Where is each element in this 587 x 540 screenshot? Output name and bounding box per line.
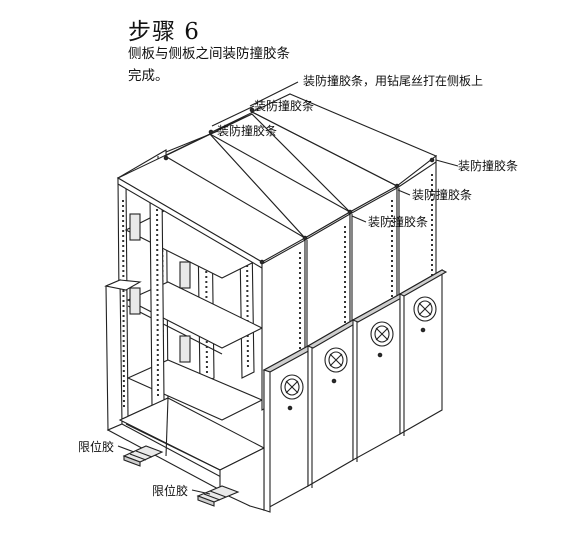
step-title: 步骤 6 xyxy=(128,19,200,45)
callout-bumper-strip-2: 装防撞胶条 xyxy=(254,99,315,113)
handwheels xyxy=(280,296,437,411)
handwheel-3 xyxy=(370,321,394,358)
limit-rubber-blocks xyxy=(122,445,240,507)
callout-limit-rubber-1: 限位胶 xyxy=(78,440,115,454)
description-line-2: 完成。 xyxy=(128,68,169,84)
handwheel-4 xyxy=(413,296,437,333)
callout-bumper-strip-right-2: 装防撞胶条 xyxy=(412,188,473,202)
callout-bumper-strip-top: 装防撞胶条，用钻尾丝打在侧板上 xyxy=(303,74,484,88)
callout-bumper-strip-3: 装防撞胶条 xyxy=(217,124,278,138)
callout-bumper-strip-right-1: 装防撞胶条 xyxy=(458,159,519,173)
handwheel-1 xyxy=(280,374,304,411)
callout-limit-rubber-2: 限位胶 xyxy=(152,484,189,498)
callout-bumper-strip-right-3: 装防撞胶条 xyxy=(368,215,429,229)
handwheel-2 xyxy=(324,347,348,384)
leader-lines xyxy=(117,81,459,495)
description-line-1: 侧板与侧板之间装防撞胶条 xyxy=(128,46,290,62)
